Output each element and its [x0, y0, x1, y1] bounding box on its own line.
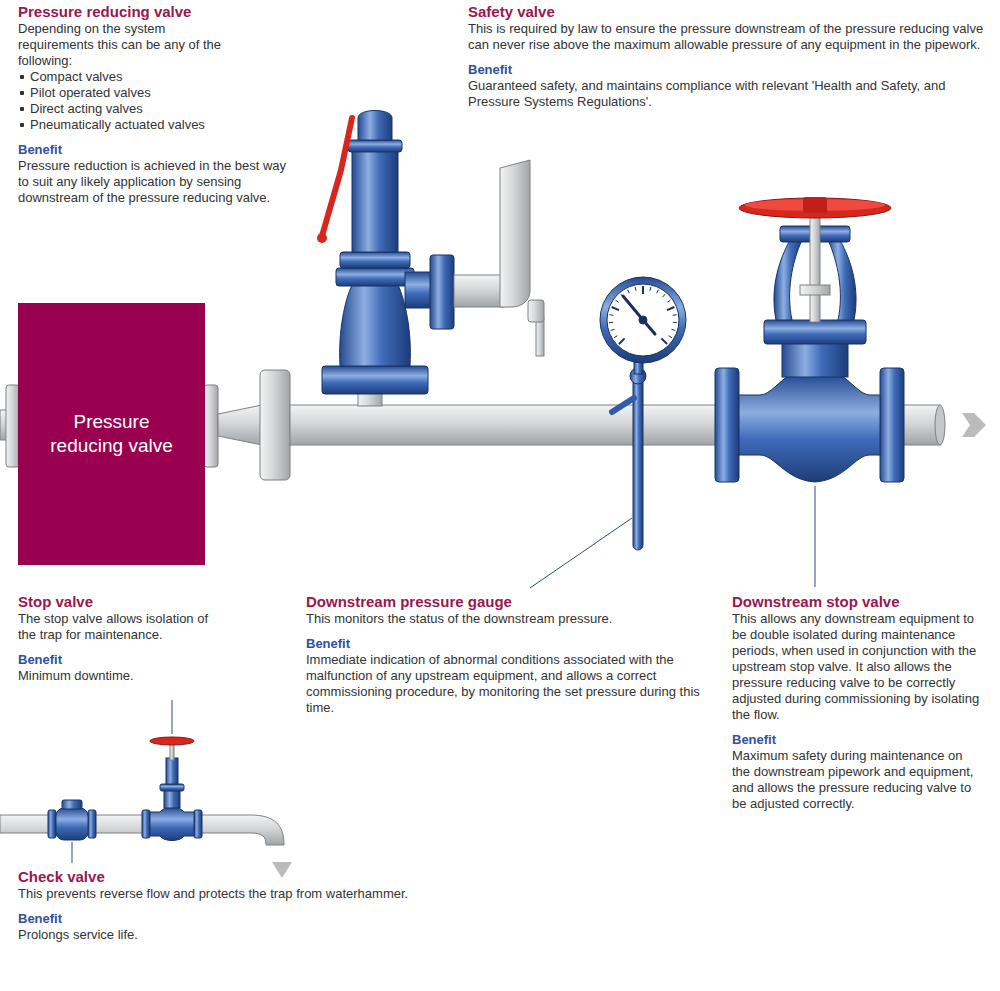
callout-text: Pressure reduction is achieved in the be… [18, 158, 298, 206]
gauge-tick [635, 287, 637, 291]
gauge-tick [612, 307, 619, 310]
callout-text: Immediate indication of abnormal conditi… [306, 652, 711, 716]
gauge-tick [662, 294, 665, 297]
gauge-tick [609, 322, 613, 323]
pressure-gauge [600, 277, 686, 550]
gauge-tick [609, 314, 613, 316]
gauge-tick [672, 329, 676, 330]
callout-text: The stop valve allows isolation of the t… [18, 611, 223, 643]
callout-heading: Check valve [18, 868, 618, 886]
lift-lever [322, 118, 352, 236]
gauge-tick [667, 300, 670, 302]
callout-text: Depending on the system requirements thi… [18, 21, 240, 69]
callout-group: Pressure reducing valveDepending on the … [18, 3, 298, 206]
gauge-tick [657, 290, 659, 294]
callout-heading: Downstream stop valve [732, 593, 982, 611]
bullet-item: Compact valves [18, 69, 298, 85]
gauge-tick [642, 286, 644, 294]
discharge-pipe [454, 160, 544, 356]
benefit-heading: Benefit [306, 636, 711, 652]
bullet-item: Direct acting valves [18, 101, 298, 117]
benefit-heading: Benefit [468, 62, 990, 78]
gauge-tick [661, 338, 667, 344]
safety-valve [322, 111, 454, 407]
flow-arrow [272, 862, 292, 878]
downstream-stop-valve [715, 212, 904, 482]
callout-heading: Downstream pressure gauge [306, 593, 711, 611]
callout-text: Minimum downtime. [18, 668, 223, 684]
callout-group: Stop valveThe stop valve allows isolatio… [18, 593, 223, 684]
gauge-tick [673, 322, 677, 323]
gauge-tick [673, 314, 677, 316]
box-label: Pressure reducing valve [48, 410, 175, 458]
callout-heading: Safety valve [468, 3, 990, 21]
callout-text: This is required by law to ensure the pr… [468, 21, 990, 53]
lever-knob [317, 233, 327, 243]
callout-group: Safety valveThis is required by law to e… [468, 3, 990, 110]
bullet-item: Pneumatically actuated valves [18, 117, 298, 133]
callout-text: This allows any downstream equipment to … [732, 611, 982, 723]
bullet-item: Pilot operated valves [18, 85, 298, 101]
benefit-heading: Benefit [18, 652, 223, 668]
gauge-tick [667, 307, 674, 310]
check-valve [48, 800, 96, 840]
callout-text: Maximum safety during maintenance on the… [732, 748, 982, 812]
handwheel [739, 197, 891, 218]
gauge-tick [650, 287, 652, 291]
gauge-tick [611, 329, 615, 330]
callout-text: This monitors the status of the downstre… [306, 611, 711, 627]
benefit-heading: Benefit [18, 142, 298, 158]
gauge-tick [669, 336, 672, 338]
callout-heading: Pressure reducing valve [18, 3, 298, 21]
callout-group: Check valveThis prevents reverse flow an… [18, 868, 618, 943]
callout-text: This prevents reverse flow and protects … [18, 886, 618, 902]
callout-heading: Stop valve [18, 593, 223, 611]
gauge-tick [615, 300, 618, 302]
benefit-heading: Benefit [732, 732, 982, 748]
gauge-tick [619, 338, 625, 344]
callout-text: Prolongs service life. [18, 927, 618, 943]
stop-valve [142, 737, 202, 841]
callout-group: Downstream stop valveThis allows any dow… [732, 593, 982, 812]
valve-box: Pressure reducing valve [18, 303, 205, 565]
gauge-tick [628, 290, 630, 294]
gauge-tick [614, 336, 617, 338]
callout-text: Guaranteed safety, and maintains complia… [468, 78, 990, 110]
callout-group: Downstream pressure gaugeThis monitors t… [306, 593, 711, 716]
benefit-heading: Benefit [18, 911, 618, 927]
flow-arrow [962, 413, 986, 437]
